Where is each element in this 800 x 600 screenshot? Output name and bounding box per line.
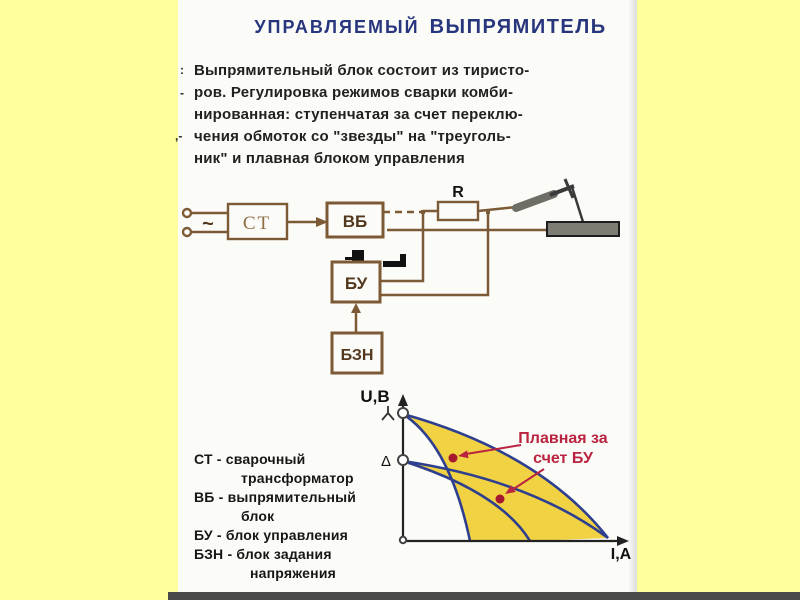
paragraph-line: ник" и плавная блоком управления (194, 150, 465, 167)
bzn-block-box (330, 331, 384, 375)
hook-mark-icon (383, 254, 406, 267)
y-axis-arrow-icon (398, 394, 408, 406)
x-axis-label: I,A (611, 546, 632, 563)
curve-delta-max (402, 459, 609, 540)
feedback-wire (380, 211, 490, 297)
electrode-icon (570, 186, 585, 223)
electrode-holder-icon (512, 190, 558, 212)
cropped-edge-mark: ,- (175, 129, 183, 143)
paragraph-line: нированная: ступенчатая за счет переклю- (194, 106, 523, 123)
title-word-2: ВЫПРЯМИТЕЛЬ (429, 16, 607, 38)
bzn-block-label: БЗН (341, 347, 374, 364)
legend: СТ - сварочный трансформатор ВБ - выпрям… (194, 450, 356, 583)
annotation-dot (495, 494, 505, 504)
star-voltage-marker (397, 407, 409, 419)
slide-content-panel: : - ,- УПРАВЛЯЕМЫЙ ВЫПРЯМИТЕЛЬ Выпрямител… (175, 0, 637, 592)
arrow-up-icon (351, 303, 361, 313)
page-title: УПРАВЛЯЕМЫЙ ВЫПРЯМИТЕЛЬ (178, 16, 637, 39)
annotation-arrowhead-icon (505, 485, 516, 494)
workpiece (546, 221, 620, 237)
feedback-wire (380, 212, 425, 283)
circuit-and-chart-figure: ~ СТ ВБ R (181, 178, 632, 563)
wire (477, 205, 517, 213)
legend-line: напряжения (250, 565, 336, 581)
arrow-right-icon (316, 217, 328, 227)
annotation-arrowhead-icon (458, 450, 469, 459)
switch-mark-icon (345, 257, 352, 260)
legend-line: ВБ - выпрямительный (194, 489, 357, 505)
curve-star-min (402, 412, 472, 542)
legend-line: трансформатор (241, 470, 354, 486)
annotation-line-1: Плавная за (518, 430, 607, 447)
vb-block-box (325, 201, 385, 239)
annotation-arrow (465, 444, 522, 455)
origin-marker (398, 535, 408, 545)
volt-ampere-chart: Δ U,B I,A Плавная за счет БУ (360, 387, 631, 563)
bu-block-label: БУ (345, 274, 368, 293)
paragraph-line: чения обмоток со "звезды" на "треуголь- (194, 128, 511, 145)
chart-region-delta (403, 461, 608, 541)
annotation-dot (448, 453, 458, 463)
y-axis-label: U,B (360, 387, 389, 406)
description-paragraph: Выпрямительный блок состоит из тиристо- … (194, 60, 632, 170)
delta-connection-symbol: Δ (381, 453, 391, 470)
legend-line: СТ - сварочный (194, 451, 306, 467)
paragraph-line: Выпрямительный блок состоит из тиристо- (194, 62, 530, 79)
delta-voltage-marker (397, 454, 409, 466)
bu-block-box (330, 260, 382, 304)
curve-star-max (402, 412, 610, 539)
x-axis-arrow-icon (617, 536, 629, 546)
cropped-edge-mark: - (180, 86, 184, 100)
annotation-arrow (511, 468, 545, 491)
ac-symbol: ~ (202, 213, 214, 235)
bottom-shadow-bar (168, 592, 800, 600)
electrode-holder-icon (563, 178, 575, 199)
input-terminal-icon (181, 207, 193, 219)
input-terminal-icon (181, 226, 193, 238)
legend-line: БЗН - блок задания (194, 546, 332, 562)
paragraph-line: ров. Регулировка режимов сварки комби- (194, 84, 514, 101)
legend-line: БУ - блок управления (194, 527, 349, 543)
title-word-1: УПРАВЛЯЕМЫЙ (254, 17, 420, 37)
cropped-edge-mark: : (180, 63, 184, 77)
curve-delta-min (402, 459, 532, 542)
resistor-box (436, 200, 480, 222)
vb-block-label: ВБ (343, 212, 368, 231)
circuit-diagram: ~ СТ ВБ R (181, 178, 620, 375)
annotation-line-2: счет БУ (533, 450, 594, 467)
switch-mark-icon (352, 250, 364, 261)
star-connection-icon (381, 406, 395, 421)
legend-line: блок (241, 508, 275, 524)
resistor-label: R (452, 184, 464, 201)
st-block-label: СТ (243, 213, 271, 234)
